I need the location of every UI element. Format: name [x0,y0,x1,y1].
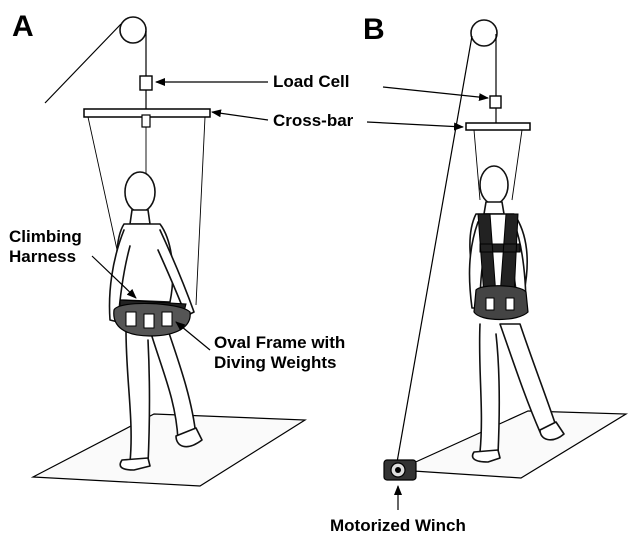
motorized-winch-label: Motorized Winch [330,516,466,535]
climbing-harness-label-line1: Climbing [9,227,82,246]
oval-frame-label-line2: Diving Weights [214,353,336,372]
motorized-winch [384,460,416,480]
oval-frame-arrow [176,322,210,350]
load-cell-arrow-b [383,87,488,98]
cross-bar-label: Cross-bar [273,111,354,130]
oval-frame-label-line1: Oval Frame with [214,333,345,352]
pulley-a [120,17,146,43]
walkway-a [33,414,305,486]
load-cell-a [140,76,152,90]
cross-bar-arrow-b [367,122,463,127]
load-cell-b [490,96,501,108]
climbing-harness-label-line2: Harness [9,247,76,266]
cross-bar-arrow-a [212,112,268,120]
cross-bar-b [466,123,530,130]
load-cell-label: Load Cell [273,72,350,91]
pulley-b [471,20,497,46]
walkway-b [398,411,626,478]
rope-b-diagonal [396,36,472,468]
panel-label-b: B [363,13,385,46]
panel-label-a: A [12,10,34,43]
rope-a-diagonal [45,24,121,103]
panel-b [384,20,626,480]
